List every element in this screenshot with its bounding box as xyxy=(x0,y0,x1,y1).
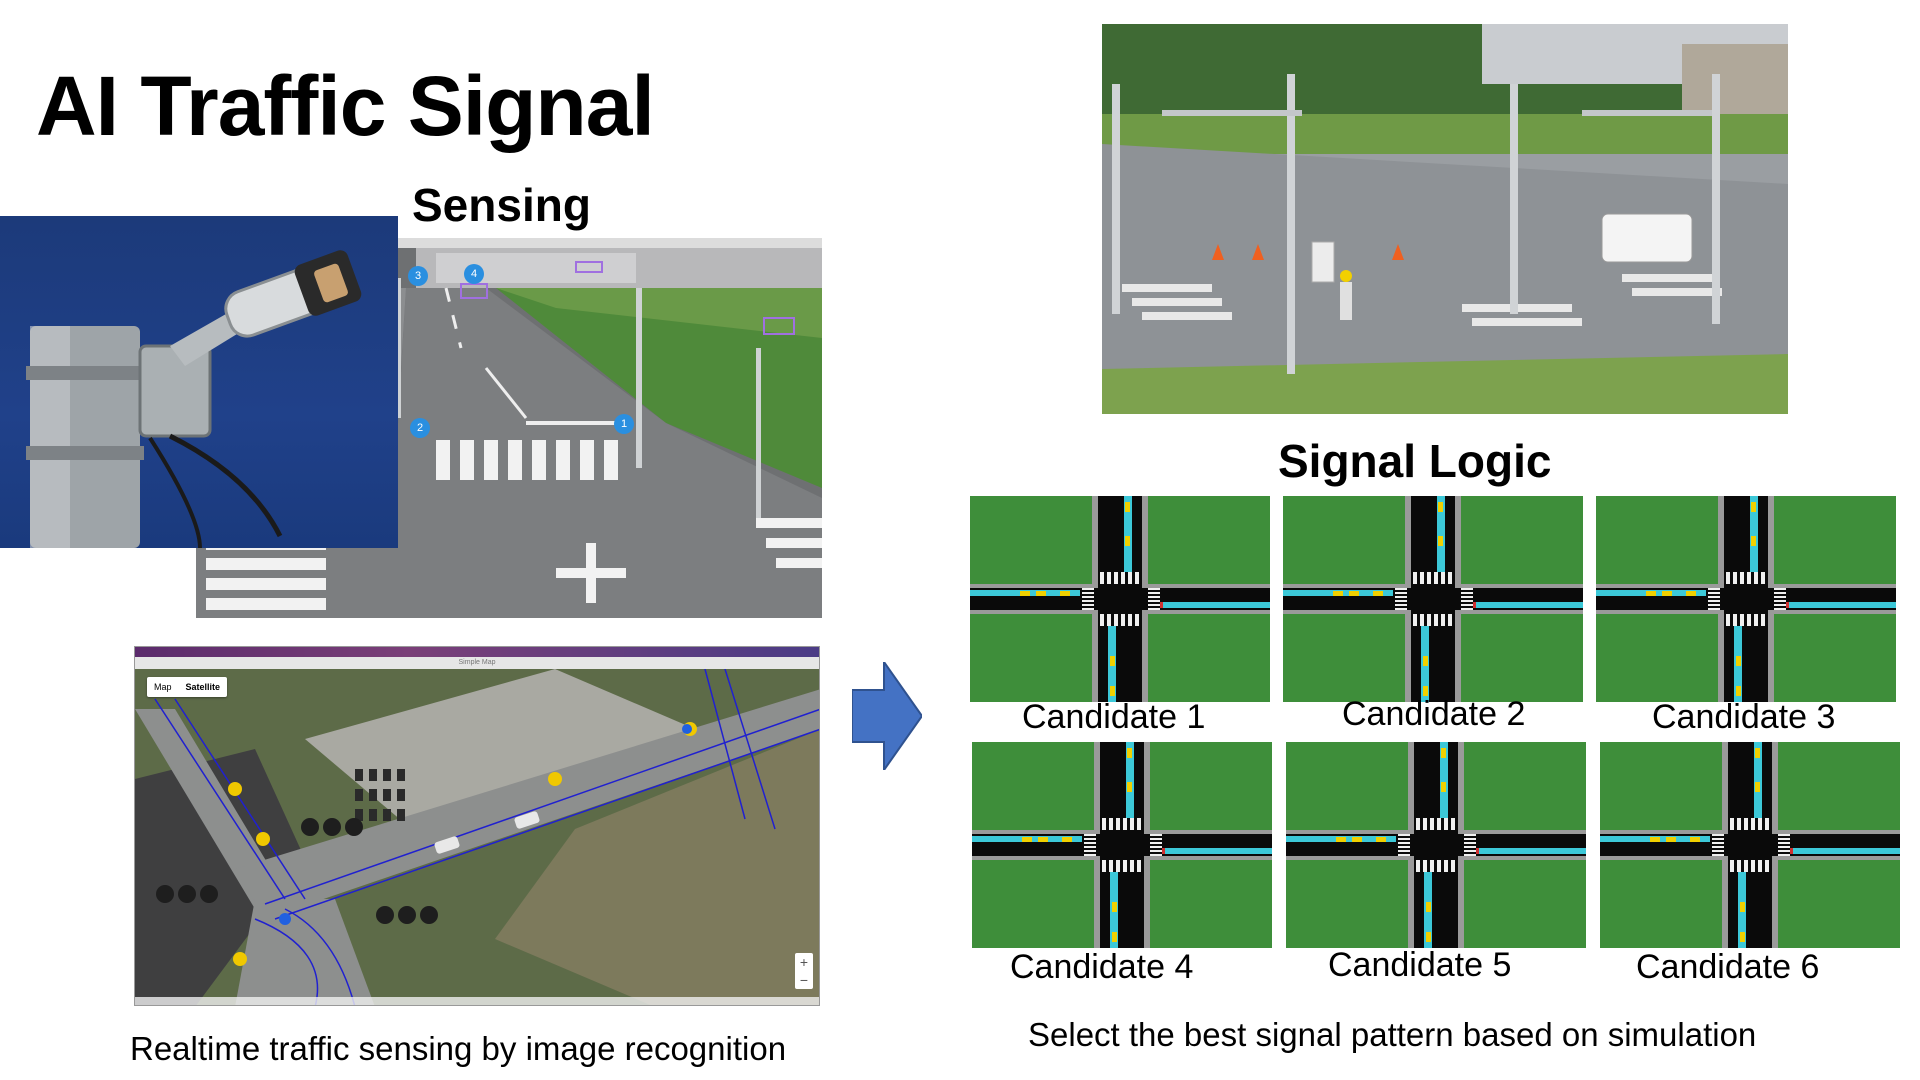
detection-marker: 4 xyxy=(464,264,484,284)
candidate-simulation-6 xyxy=(1600,742,1900,948)
slide-title: AI Traffic Signal xyxy=(36,59,655,153)
zoom-out-button[interactable]: − xyxy=(799,972,809,988)
map-window-title: Simple Map xyxy=(135,657,819,669)
signal-logic-heading: Signal Logic xyxy=(1278,435,1552,487)
candidate-simulation-2 xyxy=(1283,496,1583,702)
sensing-heading: Sensing xyxy=(412,179,591,231)
candidate-label: Candidate 5 xyxy=(1328,946,1512,984)
zoom-in-button[interactable]: + xyxy=(799,954,809,970)
map-toggle-satellite[interactable]: Satellite xyxy=(185,682,221,692)
detection-marker: 2 xyxy=(410,418,430,438)
candidate-label: Candidate 3 xyxy=(1652,698,1836,736)
detection-marker: 3 xyxy=(408,266,428,286)
candidate-label: Candidate 4 xyxy=(1010,948,1194,986)
satellite-map-window: Simple Map xyxy=(134,646,820,1006)
map-attribution-bar xyxy=(135,997,819,1005)
test-intersection-photo xyxy=(1102,24,1788,414)
map-toggle-map[interactable]: Map xyxy=(154,682,172,692)
map-menubar xyxy=(135,647,819,657)
zoom-control[interactable]: + − xyxy=(795,953,813,989)
traffic-camera-photo xyxy=(0,216,398,548)
sensing-caption: Realtime traffic sensing by image recogn… xyxy=(130,1030,787,1067)
candidate-simulation-3 xyxy=(1596,496,1896,702)
candidate-simulation-4 xyxy=(972,742,1272,948)
map-type-toggle[interactable]: Map Satellite xyxy=(147,677,228,697)
candidate-simulation-1 xyxy=(970,496,1270,702)
candidate-simulation-5 xyxy=(1286,742,1586,948)
candidate-label: Candidate 6 xyxy=(1636,948,1820,986)
flow-arrow-icon xyxy=(852,662,922,770)
candidate-label: Candidate 1 xyxy=(1022,698,1206,736)
satellite-map-view xyxy=(135,669,819,1005)
detection-marker: 1 xyxy=(614,414,634,434)
candidate-label: Candidate 2 xyxy=(1342,695,1526,733)
signal-logic-caption: Select the best signal pattern based on … xyxy=(1028,1016,1757,1053)
